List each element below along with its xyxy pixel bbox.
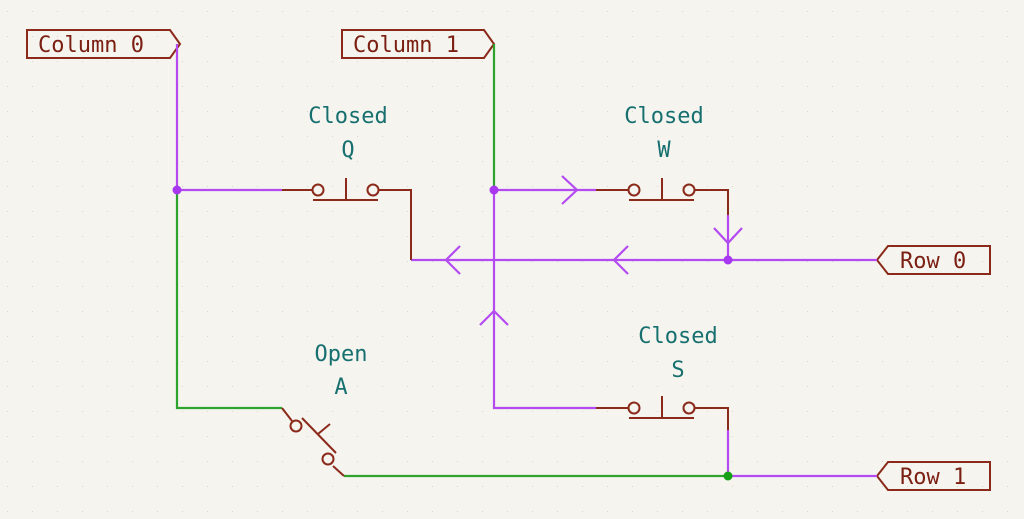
port-column-1-label: Column 1: [353, 33, 459, 58]
junction-column1: [489, 185, 499, 195]
port-column-0-label: Column 0: [38, 33, 144, 58]
junction-row1: [723, 471, 733, 481]
arrow-down-icon: [713, 227, 743, 245]
active-wires: [175, 44, 877, 478]
wire-column1-to-s: [492, 190, 596, 410]
junction-row0: [723, 255, 733, 265]
switch-q-key: Q: [341, 138, 354, 163]
switch-q-state: Closed: [308, 104, 387, 129]
junction-column0: [172, 185, 182, 195]
port-column-1[interactable]: Column 1: [341, 29, 496, 59]
port-row-0[interactable]: Row 0: [875, 245, 991, 275]
flow-arrows: [444, 175, 743, 326]
port-row-0-label: Row 0: [900, 249, 966, 274]
switch-s-state: Closed: [638, 324, 717, 349]
port-row-1[interactable]: Row 1: [875, 461, 991, 491]
switch-s-key: S: [671, 358, 684, 383]
idle-wires: [175, 44, 728, 478]
arrow-up-icon: [479, 309, 509, 326]
switch-s[interactable]: Closed S: [596, 324, 729, 430]
port-column-0[interactable]: Column 0: [26, 29, 182, 59]
arrow-right-icon: [561, 175, 579, 205]
switch-a-key: A: [334, 375, 347, 400]
switch-a-state: Open: [315, 342, 368, 367]
switch-w[interactable]: Closed W: [596, 104, 729, 215]
switch-a[interactable]: Open A: [281, 342, 368, 477]
arrow-left-icon: [612, 245, 629, 275]
switch-w-state: Closed: [624, 104, 703, 129]
switch-q[interactable]: Closed Q: [282, 104, 412, 260]
wire-column0-to-a: [175, 190, 282, 410]
arrow-left-icon-2: [444, 245, 461, 275]
port-row-1-label: Row 1: [900, 465, 966, 490]
switch-w-key: W: [657, 138, 671, 163]
